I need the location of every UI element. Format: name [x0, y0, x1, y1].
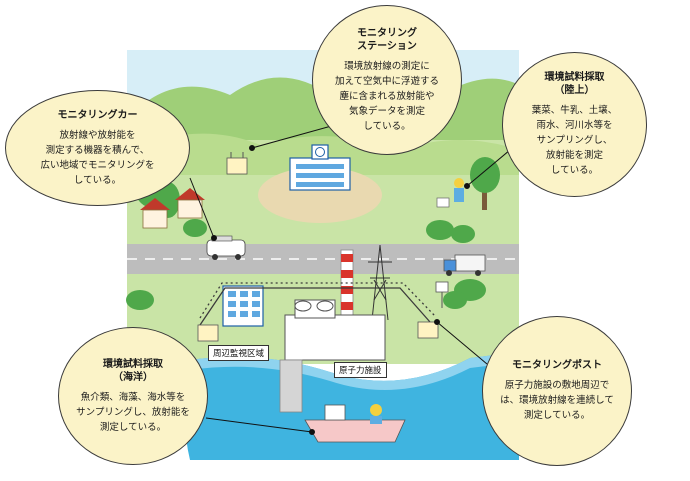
houses — [140, 188, 205, 229]
truck — [443, 254, 486, 276]
area-label: 周辺監視区域 — [208, 345, 270, 361]
monitoring-car — [206, 235, 246, 260]
yard — [258, 167, 382, 223]
fence — [199, 282, 436, 326]
nuclear-plant — [284, 299, 386, 361]
sea-shore — [190, 352, 519, 390]
sea-sampling-bubble: 環境試料採取 （海洋） 魚介類、海藻、海水等を サンプリングし、放射能を 測定し… — [58, 327, 208, 465]
apartment-building — [222, 285, 264, 327]
jetty — [279, 359, 303, 413]
chimney — [340, 249, 354, 321]
monitoring-car-bubble: モニタリングカー 放射線や放射能を 測定する機器を積んで、 広い地域でモニタリン… — [5, 90, 190, 206]
monitoring-post-body: 原子力施設の敷地周辺で は、環境放射線を連続して 測定している。 — [500, 380, 614, 421]
station-building — [289, 144, 351, 191]
sea-sampling-title: 環境試料採取 （海洋） — [103, 358, 163, 383]
land-sampler — [436, 178, 464, 208]
boat — [304, 404, 406, 443]
monitoring-station-title: モニタリング ステーション — [357, 27, 417, 52]
station-hut — [226, 152, 248, 175]
monitoring-posts — [197, 281, 449, 342]
monitoring-car-title: モニタリングカー — [57, 109, 138, 121]
plant-label: 原子力施設 — [334, 362, 387, 378]
monitoring-car-body: 放射線や放射能を 測定する機器を積んで、 広い地域でモニタリングを している。 — [40, 129, 155, 186]
land-sampling-body: 葉菜、牛乳、土壌、 雨水、河川水等を サンプリングし、 放射能を測定 している。 — [531, 105, 618, 176]
sea-sampling-body: 魚介類、海藻、海水等を サンプリングし、放射能を 測定している。 — [76, 391, 190, 433]
monitoring-station-body: 環境放射線の測定に 加えて空気中に浮遊する 塵に含まれる放射能や 気象データを測… — [334, 60, 440, 132]
monitoring-station-bubble: モニタリング ステーション 環境放射線の測定に 加えて空気中に浮遊する 塵に含ま… — [312, 5, 462, 155]
land-sampling-title: 環境試料採取 （陸上） — [544, 72, 605, 96]
callout-leaders — [189, 124, 511, 435]
sampling-tree — [470, 157, 500, 210]
land-sampling-bubble: 環境試料採取 （陸上） 葉菜、牛乳、土壌、 雨水、河川水等を サンプリングし、 … — [502, 52, 647, 197]
power-pylon — [368, 244, 392, 321]
monitoring-post-title: モニタリングポスト — [512, 360, 602, 371]
monitoring-post-bubble: モニタリングポスト 原子力施設の敷地周辺で は、環境放射線を連続して 測定してい… — [482, 316, 632, 466]
